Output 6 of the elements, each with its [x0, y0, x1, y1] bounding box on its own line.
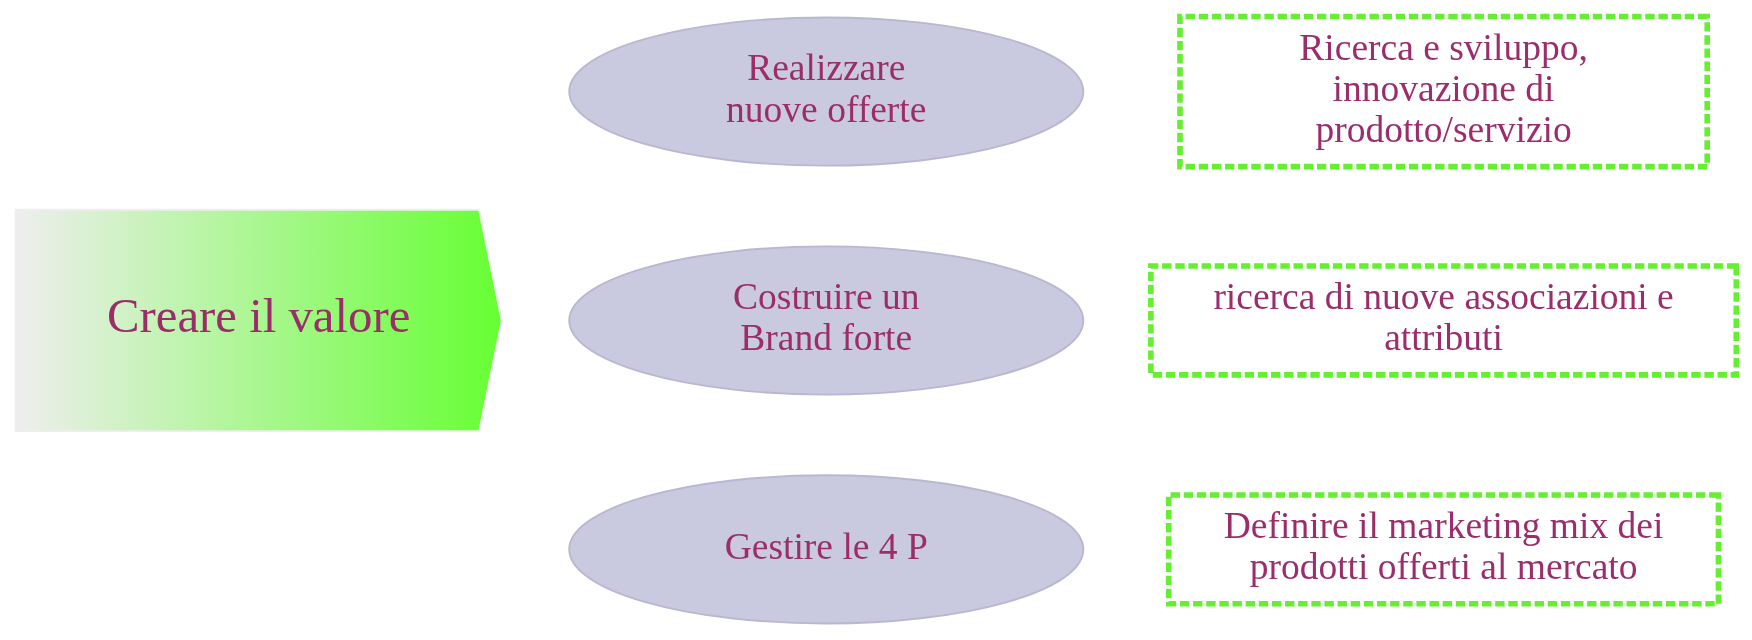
- node-ellipse: Gestire le 4 P: [568, 474, 1085, 625]
- node-ellipse: Realizzare nuove offerte: [568, 16, 1085, 167]
- node-box: ricerca di nuove associazioni e attributi: [1148, 263, 1740, 378]
- node-box: Definire il marketing mix dei prodotti offerti al mercato: [1165, 492, 1722, 607]
- node-box: Ricerca e sviluppo, innovazione di prodotto/servizio: [1177, 13, 1711, 170]
- node-ellipse: Costruire un Brand forte: [568, 245, 1085, 396]
